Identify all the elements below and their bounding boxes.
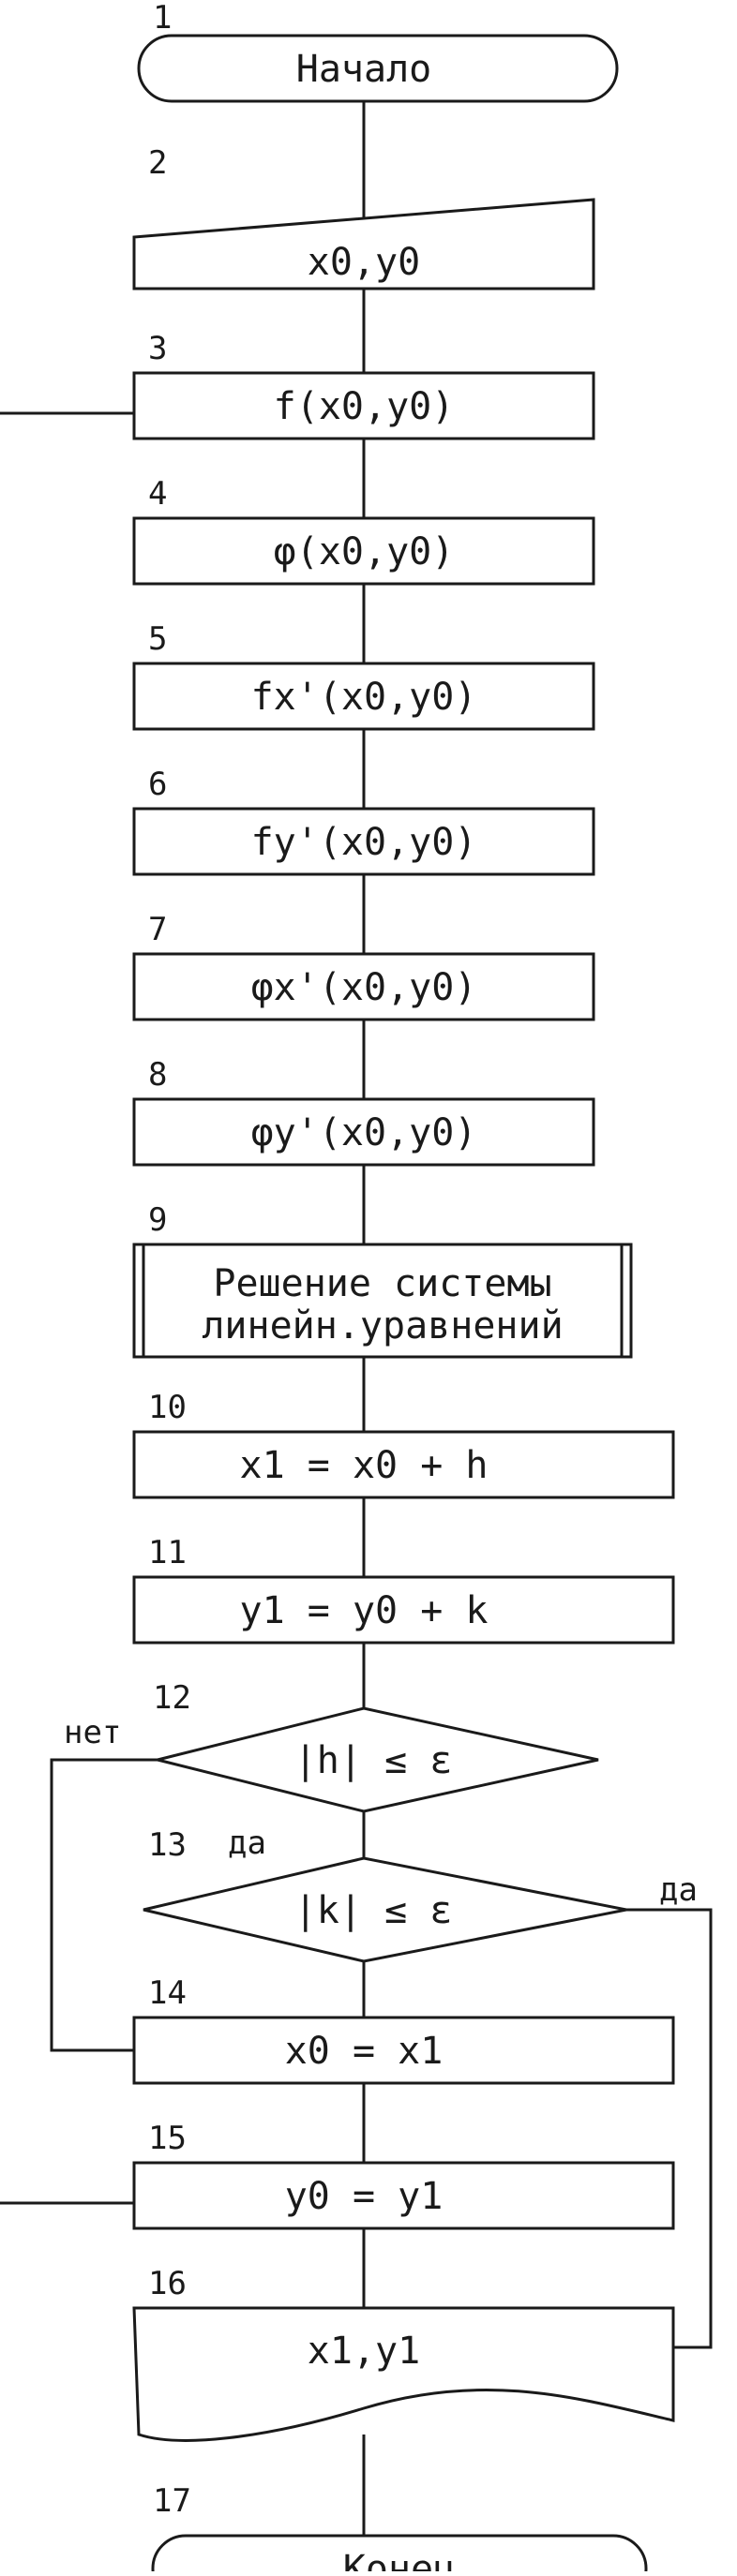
block-15-number: 15 [148,2120,187,2157]
block-14-process [132,2016,675,2085]
block-5-process [132,662,595,731]
block-12-decision [157,1706,599,1813]
block-13-number: 13 [148,1826,187,1864]
block-12-label: |h| ≤ ε [294,1739,453,1782]
block-2-input [132,198,595,290]
block-10-number: 10 [148,1389,187,1426]
block-1-label: Начало [296,48,432,91]
block-12-number: 12 [153,1679,191,1717]
block-5-number: 5 [148,620,167,658]
connectors [0,101,713,2536]
block-8-process [132,1097,595,1167]
block-11-number: 11 [148,1534,187,1571]
block-9-predefined [132,1243,633,1359]
block-9-number: 9 [148,1201,167,1239]
block-6-label: fy'(x0,y0) [251,821,477,864]
block-16-number: 16 [148,2265,187,2302]
block-3-number: 3 [148,330,167,367]
block-8-label: φy'(x0,y0) [251,1111,477,1154]
block-2-label: x0,y0 [308,241,420,284]
block-9-label-line-2: линейн.уравнений [202,1304,563,1348]
block-13-label: |k| ≤ ε [294,1889,453,1932]
block-4-process [132,516,595,586]
block-16-document [132,2306,675,2442]
block-4-number: 4 [148,475,167,513]
block-3-process [132,371,595,440]
block-15-label: y0 = y1 [285,2175,444,2218]
block-1-terminator [137,34,619,103]
branch-no-label: нет [64,1714,121,1751]
block-11-process [132,1575,675,1645]
block-5-label: fx'(x0,y0) [251,676,477,719]
branch-yes-down-label: да [228,1824,266,1862]
block-14-label: x0 = x1 [285,2030,444,2073]
block-7-process [132,952,595,1021]
block-6-process [132,807,595,876]
block-17-number: 17 [153,2482,191,2520]
branch-labels: нет да да [64,1714,698,1909]
no-branch-line [50,1758,158,2052]
block-14-number: 14 [148,1974,187,2012]
block-16-label: x1,y1 [308,2330,420,2373]
block-4-label: φ(x0,y0) [274,530,455,573]
block-7-label: φx'(x0,y0) [251,966,477,1009]
block-numbers: 1 2 3 4 5 6 7 8 9 10 11 12 13 14 15 16 1… [148,0,191,2520]
block-7-number: 7 [148,911,167,948]
branch-yes-right-label: да [659,1871,698,1909]
block-8-number: 8 [148,1056,167,1094]
block-17-label: Конец [343,2548,456,2571]
block-17-terminator [151,2534,648,2576]
block-2-number: 2 [148,144,167,182]
block-10-process [132,1430,675,1499]
shapes [132,34,675,2576]
block-15-process [132,2161,675,2230]
block-6-number: 6 [148,766,167,803]
block-1-number: 1 [153,0,172,37]
block-10-label: x1 = x0 + h [240,1444,489,1487]
yes-branch-line [626,1908,713,2349]
block-11-label: y1 = y0 + k [240,1589,489,1632]
block-13-decision [143,1856,627,1963]
block-3-label: f(x0,y0) [274,385,455,428]
block-9-label-line-1: Решение системы [213,1262,551,1305]
